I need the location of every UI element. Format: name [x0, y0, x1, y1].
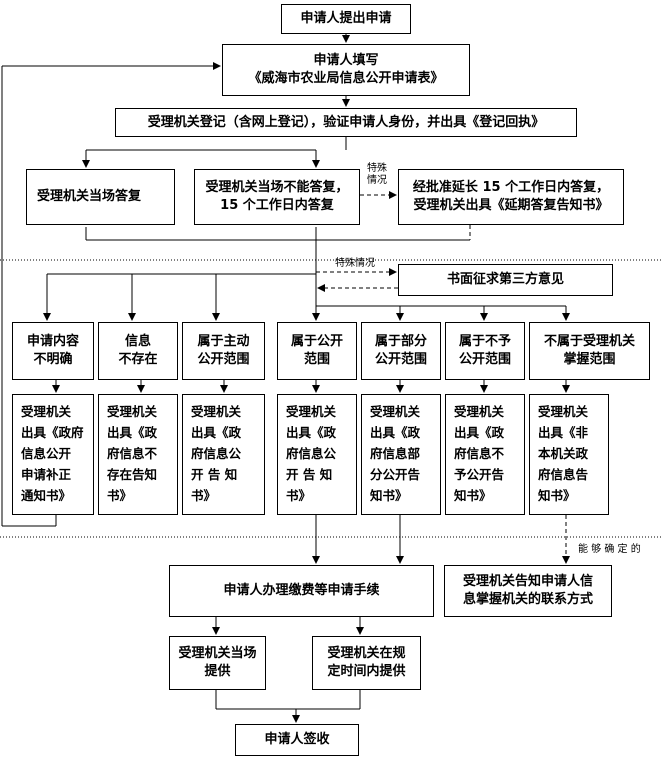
fill-form-box: 申请人填写 《威海市农业局信息公开申请表》: [222, 44, 470, 96]
category-unclear: 申请内容 不明确: [12, 322, 94, 380]
category-active-public: 属于主动 公开范围: [182, 322, 265, 380]
notice-active-public: 受理机关 出具《政 府信息公 开 告 知 书》: [182, 394, 265, 515]
inform-contact-box: 受理机关告知申请人信 息掌握机关的联系方式: [444, 565, 612, 617]
extend-15-days-box: 经批准延长 15 个工作日内答复， 受理机关出具《延期答复告知书》: [398, 169, 624, 225]
sign-box: 申请人签收: [235, 724, 359, 756]
notice-not-held: 受理机关 出具《非 本机关政 府信息告 知书》: [529, 394, 609, 515]
start-box: 申请人提出申请: [281, 4, 411, 34]
notice-not-public: 受理机关 出具《政 府信息不 予公开告 知书》: [445, 394, 525, 515]
category-not-exist: 信息 不存在: [98, 322, 178, 380]
notice-partial-public: 受理机关 出具《政 府信息部 分公开告 知书》: [361, 394, 441, 515]
provide-on-spot-box: 受理机关当场 提供: [169, 636, 266, 690]
category-not-public: 属于不予 公开范围: [445, 322, 525, 380]
provide-in-time-box: 受理机关在规 定时间内提供: [312, 636, 421, 690]
register-box: 受理机关登记（含网上登记），验证申请人身份，并出具《登记回执》: [115, 108, 577, 137]
reply-on-spot-box: 受理机关当场答复: [26, 169, 175, 225]
category-not-held: 不属于受理机关 掌握范围: [529, 322, 650, 380]
can-determine-label: 能 够 确 定 的: [578, 544, 641, 555]
third-party-box: 书面征求第三方意见: [398, 264, 613, 296]
notice-correction: 受理机关 出具《政府 信息公开 申请补正 通知书》: [12, 394, 94, 515]
category-partial-public: 属于部分 公开范围: [361, 322, 441, 380]
notice-public: 受理机关 出具《政 府信息公 开 告 知 书》: [277, 394, 357, 515]
category-public: 属于公开 范围: [277, 322, 357, 380]
special-label-1: 特殊 情况: [367, 163, 387, 186]
special-label-2: 特殊情况: [335, 258, 375, 269]
notice-not-exist: 受理机关 出具《政 府信息不 存在告知 书》: [98, 394, 178, 515]
pay-fees-box: 申请人办理缴费等申请手续: [169, 565, 434, 617]
reply-15-days-box: 受理机关当场不能答复， 15 个工作日内答复: [194, 169, 360, 225]
